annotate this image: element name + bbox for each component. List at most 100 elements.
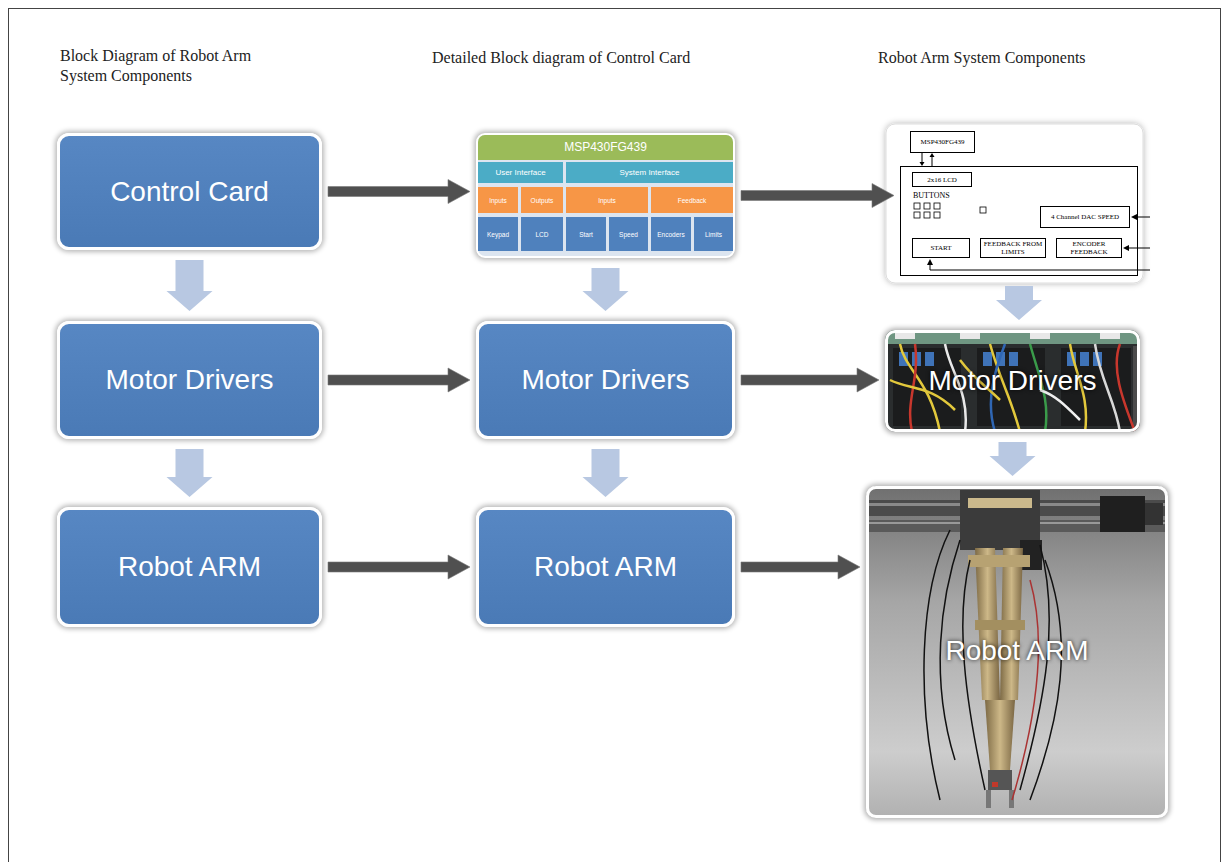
node-text: Outputs [531,197,554,204]
motor-driver-photo [1009,352,1018,366]
column-heading: Robot Arm System Components [878,48,1086,68]
wire-arrowheads [1131,214,1137,220]
signal-wires [1136,217,1150,218]
photo-panel: Robot ARM [866,486,1168,818]
button-symbols [914,212,920,218]
interface-band: User Interface [478,162,563,183]
robot-arm-photo [975,620,1025,630]
wire-arrowheads [1123,245,1129,251]
process-box: Motor Drivers [476,321,735,439]
node-text: MSP430FG439 [921,138,965,146]
signal-wires [1128,248,1150,249]
node-text: 2x16 LCD [927,176,957,184]
flow-arrow [996,286,1042,320]
node-text: FEEDBACK FROM LIMITS [982,240,1044,256]
flow-arrow [328,555,470,579]
motor-driver-photo [885,330,1140,432]
node-text: Motor Drivers [521,364,689,396]
signal-cell: LCD [521,217,563,251]
flow-arrow [741,184,894,208]
wire-arrowheads [927,259,933,265]
node-text: Keypad [487,231,509,238]
node-text: User Interface [495,168,545,177]
node-text: Limits [705,231,722,238]
robot-arm-photo [988,770,1012,790]
interface-band: System Interface [566,162,733,183]
motor-driver-photo [1080,352,1089,366]
motor-driver-photo [890,344,1135,432]
robot-arm-photo [1012,580,1038,800]
control-card: MSP430FG439User Interface System Interfac… [476,133,735,258]
column-heading: Block Diagram of Robot Arm System Compon… [60,46,275,86]
flow-arrow [920,153,925,166]
button-symbols [914,203,986,218]
node-text: LCD [535,231,548,238]
button-symbols [924,203,930,209]
robot-arm-photo [1030,560,1061,800]
robot-arm-photo [968,498,1032,508]
process-box: Control Card [57,133,322,250]
button-symbols [924,212,930,218]
node-text: 4 Channel DAC SPEED [1051,213,1119,221]
robot-arm-photo [1145,503,1163,525]
node-text: BUTTONS [913,191,950,200]
robot-arm-photo [985,700,1015,770]
motor-driver-photo [960,333,980,339]
signal-cell: Limits [694,217,733,251]
node-text: Speed [619,231,638,238]
robot-arm-photo [866,486,1168,818]
flow-arrow [167,449,213,497]
flow-arrow [167,260,213,311]
motor-driver-photo [1117,344,1135,432]
signal-cell: Encoders [651,217,691,251]
schematic-box: START [912,238,970,258]
node-text: Start [579,231,593,238]
motor-driver-photo [1030,333,1050,339]
flow-arrow [583,268,629,311]
flow-arrow [328,368,470,392]
signal-group: Inputs [566,187,648,213]
node-text: Inputs [489,197,507,204]
flow-arrow [930,153,935,166]
process-box: Robot ARM [476,507,735,627]
button-symbols [914,203,920,209]
node-text: Motor Drivers [928,365,1096,397]
node-text: ENCODER FEEDBACK [1058,240,1120,256]
column-heading: Detailed Block diagram of Control Card [432,48,690,68]
node-text: Encoders [657,231,684,238]
flow-arrow [741,368,879,392]
robot-arm-photo [968,555,1030,567]
signal-cell: Start [566,217,606,251]
button-symbols [934,203,940,209]
robot-arm-photo [1009,790,1014,808]
node-text: Feedback [678,197,707,204]
robot-arm-photo [963,560,985,790]
node-text: Robot ARM [118,551,261,583]
node-text: MSP430FG439 [478,135,733,160]
signal-group: Feedback [651,187,733,213]
flow-arrow [741,555,860,579]
schematic-box: ENCODER FEEDBACK [1056,238,1122,258]
node-text: System Interface [619,168,679,177]
signal-cell: Keypad [478,217,518,251]
schematic-panel [886,124,1143,283]
schematic-box: MSP430FG439 [910,131,975,153]
motor-driver-photo [983,352,992,366]
signal-group: Inputs [478,187,518,213]
flow-arrow [583,449,629,497]
signal-cell: Speed [609,217,648,251]
schematic-box: FEEDBACK FROM LIMITS [980,238,1046,258]
motor-driver-photo [895,333,915,339]
signal-wires [930,264,1150,270]
node-text: Control Card [110,176,269,208]
node-text: Inputs [598,197,616,204]
button-symbols [980,207,986,213]
process-box: Motor Drivers [57,321,322,439]
flow-arrow [328,180,470,204]
schematic-frame: BUTTONS 2x16 LCD 4 Channel DAC SPEED START F… [900,166,1138,276]
page-border [9,9,1221,862]
motor-driver-photo [1100,333,1120,339]
robot-arm-photo [986,790,991,808]
schematic-box: 4 Channel DAC SPEED [1040,206,1130,228]
